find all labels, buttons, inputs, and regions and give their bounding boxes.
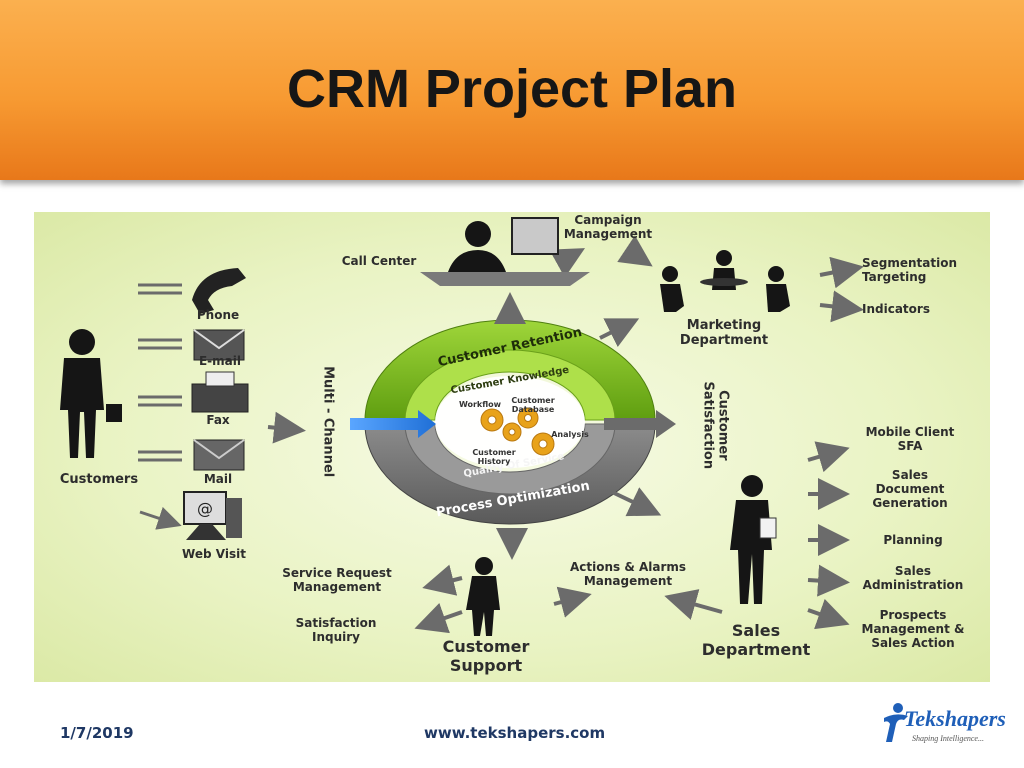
service-request-management-label: Service Request Management — [268, 566, 406, 594]
prospects-line-2: Management & — [861, 622, 965, 637]
campaign-line-2: Management — [563, 227, 653, 242]
sales-doc-line-2: Document — [875, 482, 945, 497]
customer-satisfaction-label: Customer Satisfaction — [700, 370, 731, 480]
connector-arrows — [267, 235, 864, 634]
logo-text: Tekshapers — [904, 706, 1006, 731]
workflow-label: Workflow — [458, 400, 502, 409]
prospects-line-3: Sales Action — [871, 636, 955, 651]
channel-phone-label: Phone — [196, 308, 240, 322]
database-line-1: Customer — [511, 396, 555, 405]
sales-document-generation-label: Sales Document Generation — [850, 468, 970, 510]
history-line-1: Customer — [472, 448, 516, 457]
inquiry-line-1: Satisfaction — [295, 616, 377, 630]
service-request-line-2: Management — [292, 580, 382, 595]
mail-icon — [193, 439, 245, 471]
satisfaction-line-1: Customer — [715, 390, 731, 461]
blue-input-arrow — [350, 410, 436, 438]
gears-icon — [480, 407, 555, 456]
prospects-line-1: Prospects — [879, 608, 947, 622]
inquiry-line-2: Inquiry — [312, 630, 360, 645]
channel-mail-label: Mail — [203, 472, 233, 486]
slide-title: CRM Project Plan — [286, 59, 738, 119]
actions-alarms-line-1: Actions & Alarms — [569, 560, 687, 574]
satisfaction-output-arrow — [604, 410, 676, 438]
customers-label: Customers — [59, 472, 139, 487]
prospects-management-label: Prospects Management & Sales Action — [848, 608, 978, 650]
footer-date: 1/7/2019 — [60, 724, 134, 742]
support-line-2: Support — [449, 655, 523, 675]
marketing-line-2: Department — [679, 333, 769, 349]
satisfaction-inquiry-label: Satisfaction Inquiry — [268, 616, 404, 644]
customer-person-icon — [60, 329, 122, 458]
sales-person-icon — [730, 475, 777, 604]
customer-support-person-icon — [466, 557, 500, 636]
sfa-line: SFA — [897, 439, 923, 454]
campaign-management-label: Campaign Management — [546, 213, 670, 241]
channel-double-arrows — [138, 283, 182, 530]
call-center-agent-icon — [420, 217, 590, 286]
history-line-2: History — [477, 457, 511, 467]
marketing-meeting-icon — [660, 250, 790, 312]
sales-department-label: Sales Department — [684, 621, 828, 660]
actions-alarms-management-label: Actions & Alarms Management — [552, 560, 704, 588]
multi-channel-label: Multi - Channel — [320, 366, 336, 478]
channel-web-visit-label: Web Visit — [182, 547, 246, 561]
marketing-line-1: Marketing — [686, 318, 762, 333]
phone-icon — [192, 268, 246, 314]
fax-icon — [191, 371, 249, 413]
segmentation-targeting-label: Segmentation Targeting — [862, 256, 988, 284]
sales-dept-line-1: Sales — [731, 621, 781, 640]
channel-fax-label: Fax — [206, 413, 230, 427]
customer-cycle-rings — [364, 319, 656, 525]
indicators-label: Indicators — [862, 302, 930, 316]
analysis-label: Analysis — [551, 430, 589, 439]
service-request-line-1: Service Request — [282, 566, 392, 580]
title-banner — [0, 0, 1024, 180]
sales-administration-label: Sales Administration — [848, 564, 978, 592]
actions-alarms-line-2: Management — [583, 574, 673, 589]
tekshapers-logo: Tekshapers Shaping Intelligence... — [878, 700, 1010, 750]
targeting-line: Targeting — [862, 270, 927, 285]
sales-doc-line-3: Generation — [872, 496, 948, 511]
customer-database-label: Customer Database — [506, 396, 560, 415]
logo-figure-icon — [884, 703, 908, 742]
web-visit-computer-icon: @ — [183, 491, 242, 540]
satisfaction-line-2: Satisfaction — [700, 381, 715, 470]
mobile-client-line: Mobile Client — [865, 425, 955, 439]
sales-dept-line-2: Department — [701, 639, 811, 659]
footer-url[interactable]: www.tekshapers.com — [424, 724, 606, 742]
planning-label: Planning — [883, 533, 943, 547]
call-center-label: Call Center — [341, 254, 417, 268]
channel-email-label: E-mail — [198, 354, 241, 368]
logo-tagline: Shaping Intelligence... — [912, 734, 984, 743]
email-envelope-icon — [193, 329, 245, 361]
sales-admin-line-1: Sales — [894, 564, 932, 578]
campaign-line-1: Campaign — [574, 213, 642, 227]
support-line-1: Customer — [442, 637, 530, 656]
mobile-client-sfa-label: Mobile Client SFA — [850, 425, 970, 453]
segmentation-line: Segmentation — [862, 256, 958, 270]
customer-history-label: Customer History — [470, 448, 518, 467]
sales-admin-line-2: Administration — [862, 578, 964, 593]
database-line-2: Database — [511, 405, 555, 415]
svg-text:@: @ — [197, 499, 213, 518]
marketing-department-label: Marketing Department — [656, 318, 792, 349]
sales-doc-line-1: Sales — [891, 468, 929, 482]
customer-support-label: Customer Support — [420, 637, 552, 676]
